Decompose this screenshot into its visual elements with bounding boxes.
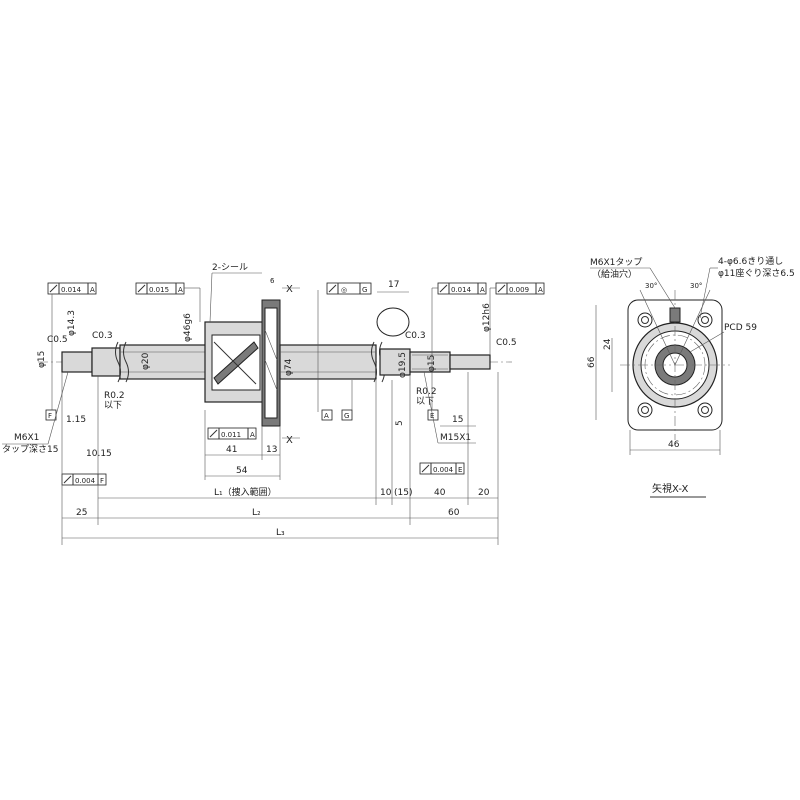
- length-l2: L₂: [252, 508, 261, 518]
- dim-40: 40: [434, 488, 446, 498]
- shaft-view: [38, 299, 512, 427]
- tol-datum: A: [250, 431, 255, 439]
- tol-value: 0.004: [433, 466, 454, 474]
- angle-30-left: 30°: [645, 282, 657, 290]
- dia-15-right-label: φ15: [427, 355, 437, 372]
- datum-e-label: E: [430, 412, 434, 420]
- dim-10: 10: [380, 488, 392, 498]
- datum-a-label: A: [324, 412, 329, 420]
- length-l3: L₃: [276, 528, 285, 538]
- tol-value: 0.011: [221, 431, 241, 439]
- thread-m6-label: M6X1: [14, 433, 39, 443]
- bolt-hole-br: [697, 402, 713, 418]
- dim-5: 5: [395, 420, 405, 426]
- side-dim-66: 66: [587, 356, 597, 368]
- tap-depth-label: タップ深さ15: [2, 444, 58, 455]
- dim-17: 17: [388, 280, 399, 290]
- dim-15: 15: [452, 415, 463, 425]
- right-end-journal: [449, 354, 491, 370]
- side-m6-tap: M6X1タップ: [590, 257, 642, 268]
- bolt-hole-tr: [697, 312, 713, 328]
- chamfer-c03-right: C0.3: [405, 331, 426, 341]
- dia-20-label: φ20: [141, 352, 151, 370]
- screw-shaft-right: [279, 344, 377, 380]
- datum-g-label: G: [344, 412, 349, 420]
- oil-hole: [669, 307, 681, 323]
- dim-41: 41: [226, 445, 237, 455]
- chamfer-c03-left: C0.3: [92, 331, 113, 341]
- tol-frame-concentric-g: ◎ G: [317, 282, 372, 412]
- dim-10-15: 10.15: [86, 449, 112, 459]
- chamfer-c05-left: C0.5: [47, 335, 68, 345]
- stroke-range-l1: L₁（捜入範囲）: [214, 486, 277, 498]
- tol-value: 0.014: [451, 286, 472, 294]
- datum-boxes: F A G E: [45, 380, 439, 421]
- left-journal: [61, 351, 93, 373]
- tol-frame-0004-e: 0.004 E: [419, 462, 465, 475]
- tol-datum: A: [480, 286, 485, 294]
- dim-13: 13: [266, 445, 277, 455]
- dia-12h6-label: φ12h6: [482, 303, 492, 332]
- tolerance-frames: 0.014 A 0.015 A ◎ G 0.: [47, 282, 545, 486]
- tol-value: 0.004: [75, 477, 96, 485]
- seal-label: 2-シール: [212, 263, 248, 273]
- view-caption: 矢視X-X: [652, 482, 688, 495]
- chamfer-c05-right: C0.5: [496, 338, 517, 348]
- dim-20: 20: [478, 488, 490, 498]
- tol-value: 0.014: [61, 286, 82, 294]
- side-m6-oil: （給油穴）: [592, 268, 637, 280]
- angle-30-right: 30°: [690, 282, 702, 290]
- tol-frame-0011: 0.011 A: [207, 427, 257, 440]
- tol-datum: F: [100, 477, 104, 485]
- screw-shaft-left: [119, 344, 213, 380]
- break-mark-left: [115, 341, 121, 383]
- side-pcd-label: PCD 59: [724, 323, 757, 333]
- tol-frame-0004-f: 0.004 F: [61, 473, 107, 486]
- ball-return-tube: [213, 341, 259, 385]
- bolt-hole-bl: [637, 402, 653, 418]
- tol-frame-0014-right: 0.014 A: [431, 282, 487, 410]
- dim-25: 25: [76, 508, 87, 518]
- dim-15-paren: (15): [394, 488, 412, 498]
- dia-74-label: φ74: [284, 358, 294, 376]
- radius-left: R0.2: [104, 391, 125, 401]
- tol-value: 0.009: [509, 286, 529, 294]
- tol-datum: E: [458, 466, 462, 474]
- tol-datum: A: [178, 286, 183, 294]
- tol-symbol: ◎: [341, 286, 347, 294]
- side-holes-label: 4-φ6.6きり通し: [718, 256, 783, 267]
- dia-14-3-label: φ14.3: [67, 310, 77, 336]
- side-dim-46: 46: [668, 440, 680, 450]
- tol-frame-0009: 0.009 A: [489, 282, 545, 355]
- tol-frame-0015: 0.015 A: [135, 282, 201, 322]
- side-dim-24: 24: [603, 338, 613, 350]
- bolt-hole-tl: [637, 312, 653, 328]
- dimension-lines: 41 13 54 6 17 5 15 L₁（捜入範囲） 10 (15) 40 2…: [61, 277, 499, 545]
- section-x-bottom: X: [286, 435, 293, 446]
- dia-15-label: φ15: [37, 351, 47, 368]
- callouts: 2-シール C0.5 C0.3 C0.3 C0.5 φ15 φ14.3 φ20 …: [2, 263, 517, 459]
- tol-datum: A: [90, 286, 95, 294]
- tol-datum: A: [538, 286, 543, 294]
- side-view-x-x: 30° 30° M6X1タップ （給油穴） 4-φ6.6きり通し φ11座ぐり深…: [587, 256, 795, 498]
- radius-left-sub: 以下: [104, 401, 122, 411]
- side-counterbore-label: φ11座ぐり深さ6.5: [718, 267, 795, 279]
- right-bearing-seat: [379, 348, 411, 376]
- dia-46g6-label: φ46g6: [183, 313, 193, 342]
- section-circle: [376, 307, 410, 337]
- dim-54: 54: [236, 466, 248, 476]
- radius-right-sub: 以下: [416, 397, 434, 407]
- datum-f-label: F: [48, 412, 52, 420]
- dim-1-15: 1.15: [66, 415, 86, 425]
- radius-right: R0.2: [416, 387, 437, 397]
- dim-6: 6: [270, 277, 275, 285]
- dim-60: 60: [448, 508, 460, 518]
- section-x-top: X: [286, 284, 293, 295]
- dia-19-5-label: φ19.5: [398, 352, 408, 378]
- tol-datum: G: [362, 286, 367, 294]
- tol-frame-0014-left: 0.014 A: [47, 282, 97, 410]
- thread-m15-label: M15X1: [440, 433, 471, 443]
- tol-value: 0.015: [149, 286, 169, 294]
